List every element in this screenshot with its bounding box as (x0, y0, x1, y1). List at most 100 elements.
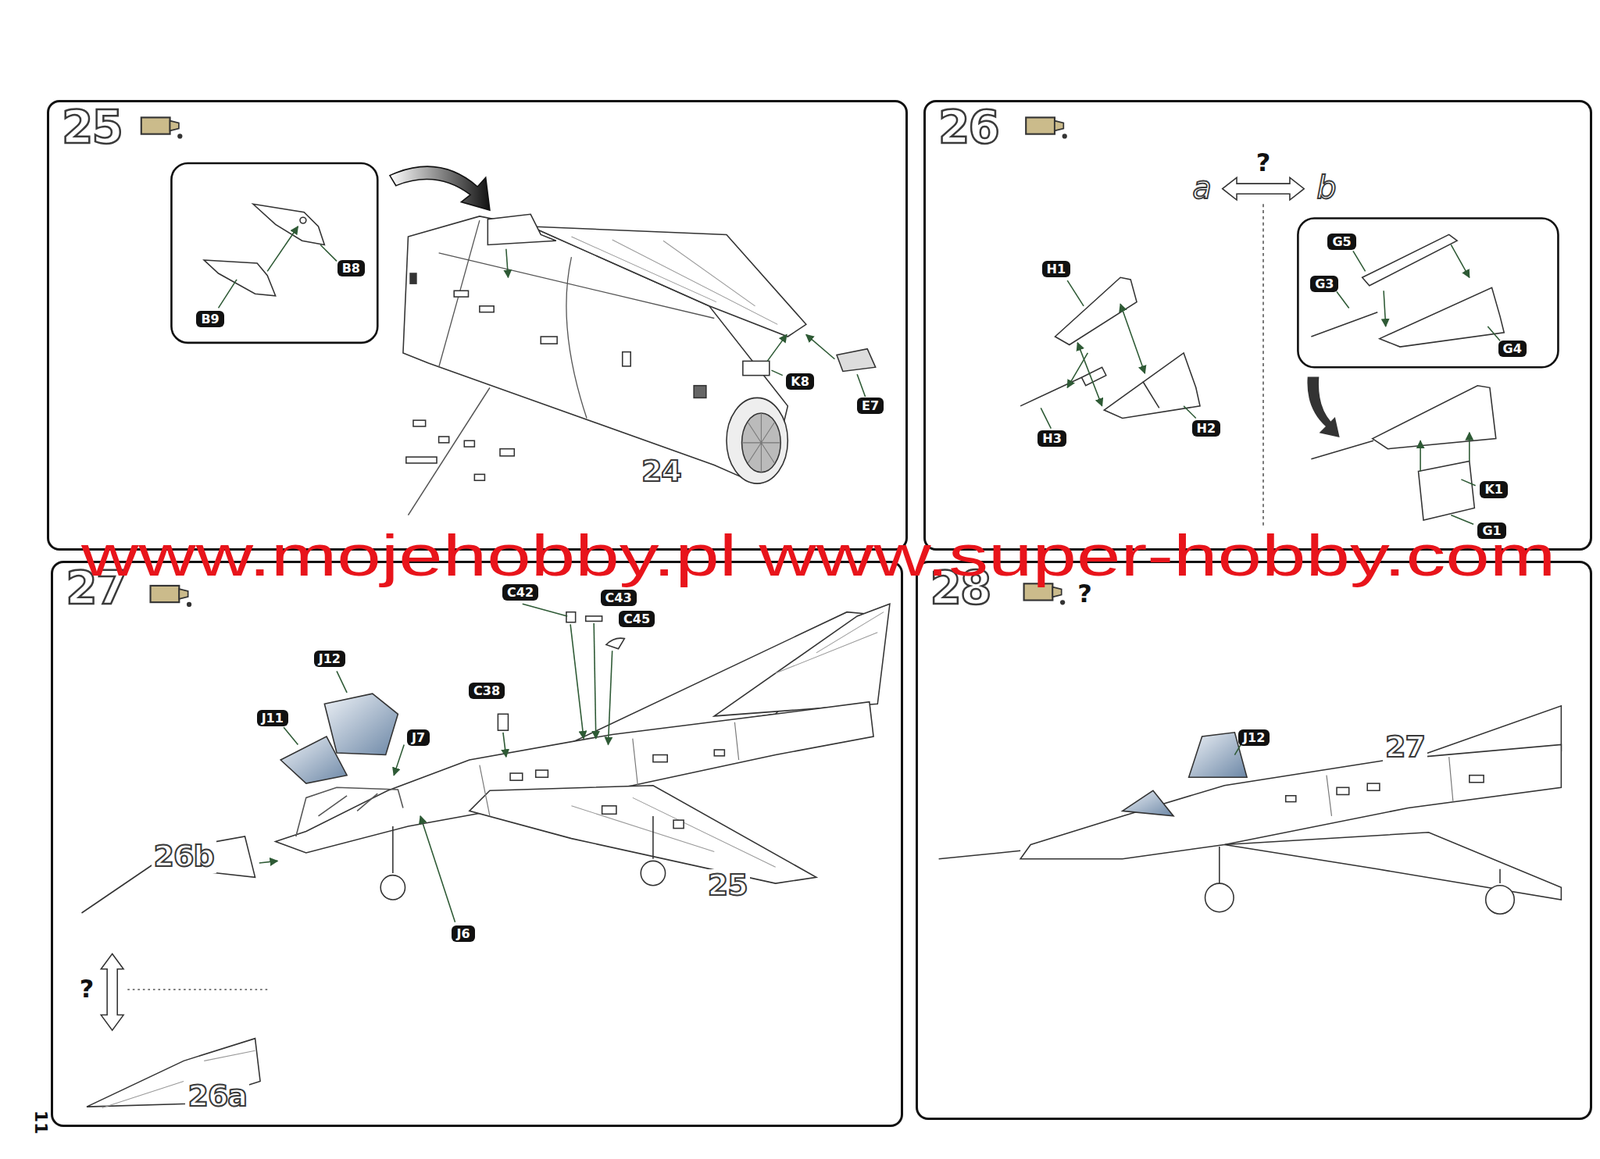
step26-figure-part (1310, 312, 1378, 337)
part-badge: G3 (1310, 275, 1339, 293)
step28-figure-part (1336, 787, 1350, 795)
part-badge: G4 (1498, 340, 1527, 358)
step25-figure-part (726, 397, 788, 484)
step28-figure-part (1234, 744, 1241, 755)
step27-figure-part (653, 755, 668, 763)
part-badge: H3 (1037, 430, 1067, 447)
step27-figure-part (640, 860, 665, 886)
watermark: www.mojehobby.pl www.super-hobby.com (81, 524, 1556, 588)
step27-figure-part (336, 671, 347, 693)
part-number: C38 (473, 683, 500, 699)
question-mark: ? (1254, 149, 1273, 177)
step25-figure-part (407, 387, 490, 515)
illustration-scale (81, 117, 1561, 1108)
part-number: G4 (1503, 341, 1522, 357)
part-number: K8 (790, 374, 810, 390)
step27-figure-part (570, 624, 584, 739)
step27-figure-part (714, 750, 725, 757)
step26-figure-part (1419, 440, 1422, 472)
step28-figure-part (1499, 869, 1501, 884)
step27-figure-part (510, 773, 523, 781)
step25-figure-part (253, 203, 325, 245)
step26-figure-part (1372, 385, 1497, 450)
part-number: J12 (1242, 730, 1265, 746)
page-number-box: 11 (31, 1110, 50, 1135)
step28-figure-part (1326, 757, 1454, 817)
step25-figure-part (771, 370, 783, 376)
part-badge: J11 (257, 710, 289, 727)
step28-figure-part (1122, 790, 1174, 817)
part-number: K1 (1484, 482, 1504, 497)
part-number: B8 (342, 260, 361, 276)
step25-figure-part (300, 217, 307, 224)
step27-figure-part (259, 860, 279, 864)
step27-figure-part (296, 787, 404, 837)
step25-figure-part (622, 352, 631, 367)
step28-figure-part (1285, 796, 1297, 803)
part-badge: J12 (314, 650, 346, 668)
step27-figure (81, 603, 890, 1108)
part-badge: J6 (451, 925, 475, 943)
part-badge: C43 (600, 589, 637, 607)
step25-figure-part (413, 420, 426, 427)
step27-figure-part (380, 875, 405, 900)
step27-figure-part (602, 806, 617, 815)
step27-figure-part (775, 612, 884, 674)
part-number: G5 (1332, 234, 1351, 250)
step27-figure-part (497, 714, 508, 731)
step26-figure (1020, 177, 1558, 525)
step26-figure-part (1120, 303, 1145, 374)
step25-figure-part (767, 334, 787, 361)
step25-figure-part (742, 413, 780, 473)
reference-number: 25 (705, 869, 750, 903)
page-number: 11 (31, 1110, 50, 1135)
part-number: J7 (411, 730, 425, 746)
reference-number-box: 25 (705, 869, 750, 903)
step25-figure-part (530, 226, 807, 337)
step26-figure-part (1307, 377, 1339, 437)
part-badge: C38 (468, 682, 505, 700)
step-panel: 28J12 (915, 560, 1593, 1121)
step25-figure-part (500, 449, 515, 457)
step26-figure-part (1418, 460, 1475, 521)
reference-number: 27 (1382, 731, 1428, 765)
step25-figure-part (320, 244, 337, 261)
glue-icon-part (1025, 117, 1068, 139)
step26-figure-part (1450, 244, 1470, 278)
question-mark-box: ? (78, 975, 97, 1004)
step27-figure-part (81, 863, 155, 914)
step25-figure-part (453, 290, 468, 297)
part-badge: B9 (196, 310, 224, 328)
inset-box (1297, 218, 1558, 368)
step28-figure-part (1469, 775, 1484, 783)
part-badge: E7 (857, 397, 884, 415)
step25-figure-part (693, 385, 707, 399)
step25-figure-part (806, 334, 836, 359)
step27-figure-part (324, 693, 398, 755)
question-mark: ? (78, 975, 97, 1004)
step27-figure-part (673, 820, 684, 829)
part-number: G3 (1314, 276, 1334, 292)
step26-figure-part (1383, 290, 1386, 327)
step26-figure-part (1487, 326, 1500, 341)
reference-number: 26b (151, 840, 217, 874)
step27-figure-part (571, 797, 775, 868)
step26-figure-part (1262, 203, 1265, 525)
step26-figure-part (1142, 381, 1160, 408)
step27-figure-part (566, 612, 576, 623)
step27-figure-part (607, 650, 612, 745)
step28-figure-part (1205, 883, 1235, 913)
step-panel: 25B8B9K8E7 (46, 100, 908, 551)
inset-box (171, 163, 378, 343)
step26-figure-part (1077, 342, 1102, 407)
step25-figure-part (479, 306, 494, 313)
step26-figure-part (1362, 234, 1458, 286)
part-badge: B8 (337, 260, 365, 277)
step27-figure-part (535, 770, 549, 778)
part-badge: K8 (785, 373, 815, 390)
step25-figure-part (571, 236, 778, 325)
step27-figure-part (100, 953, 124, 1031)
part-badge: J7 (407, 729, 430, 747)
step-number: 25 (61, 103, 122, 152)
part-badge: H2 (1192, 420, 1222, 437)
